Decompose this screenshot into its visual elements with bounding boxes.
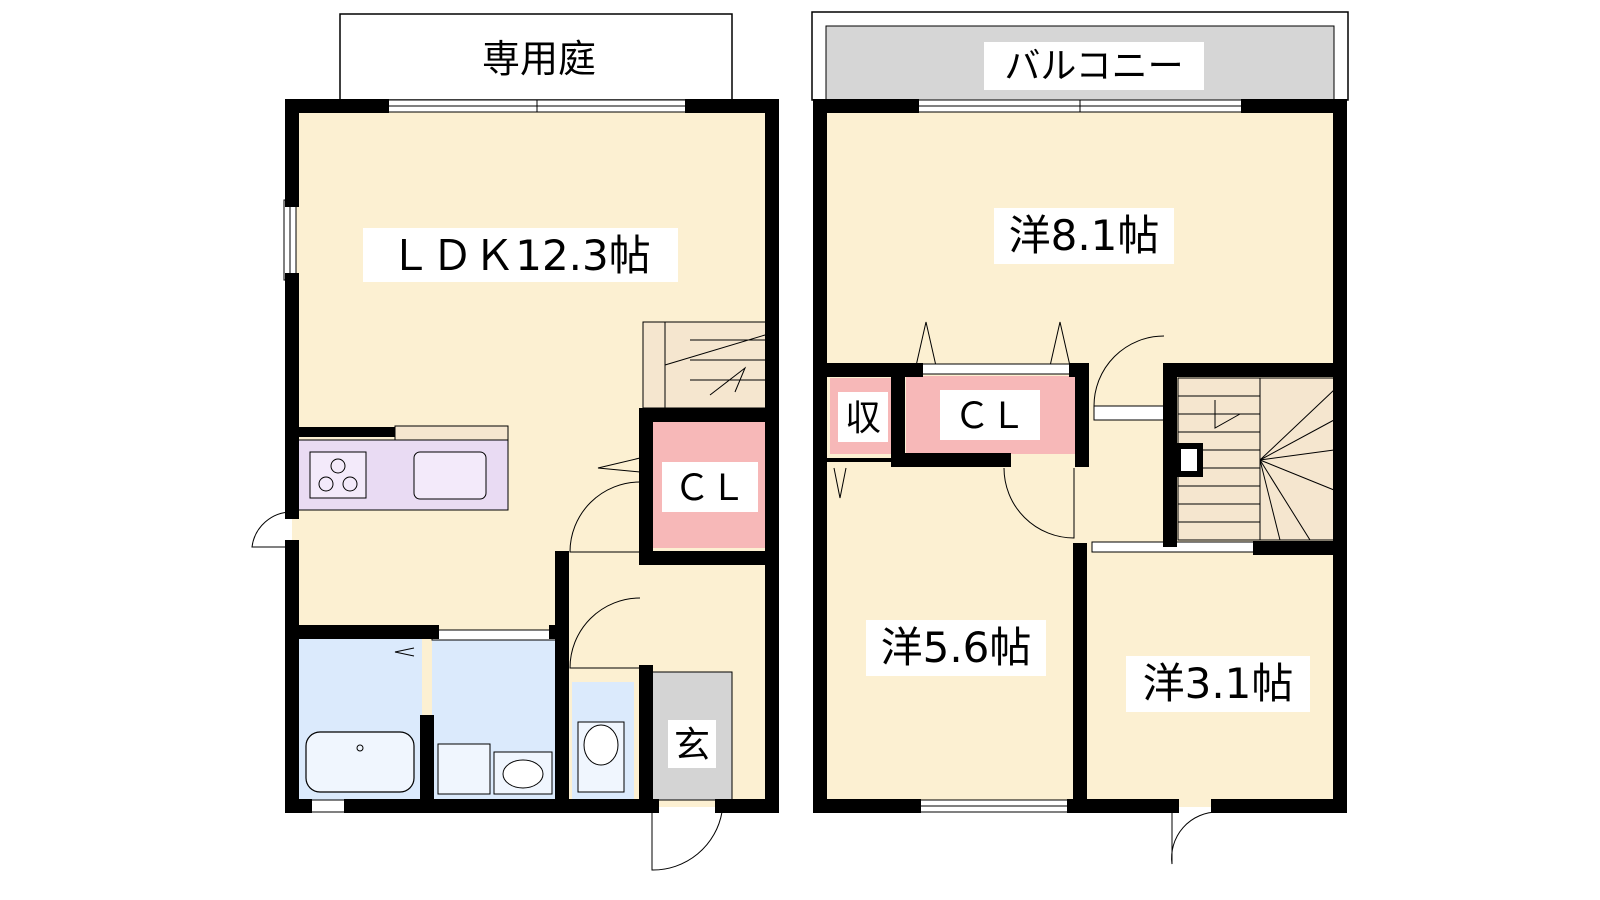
closet-1f-label-bg	[662, 462, 758, 512]
ldk-label: ＬＤＫ12.3帖	[389, 231, 651, 280]
walls-1f	[285, 99, 779, 813]
hallway-2f	[1092, 420, 1172, 544]
washer-icon	[437, 743, 491, 795]
room-medium-label: 洋5.6帖	[881, 623, 1032, 672]
room-small-label: 洋3.1帖	[1143, 659, 1294, 708]
kitchen-counter	[297, 439, 509, 511]
room-small-label-bg	[1126, 656, 1310, 712]
stove-burner-icon	[342, 476, 358, 492]
room-medium-label-bg	[866, 620, 1046, 676]
stairs-2f	[1175, 377, 1335, 541]
second-floor: バルコニー 洋8.1帖 収 ＣＬ 洋5.6帖 洋3.1帖	[811, 11, 1349, 865]
wet-areas-1f	[298, 638, 634, 800]
door-swings-1f	[251, 457, 723, 871]
entrance-label-bg	[668, 720, 716, 768]
sink-icon	[413, 451, 487, 500]
walls-2f	[813, 99, 1347, 813]
storage-label: 収	[845, 398, 881, 439]
door-swings-2f	[833, 321, 1219, 865]
bathtub-icon	[305, 731, 415, 793]
closet-2f-label: ＣＬ	[954, 396, 1026, 437]
balcony-label: バルコニー	[1004, 46, 1183, 87]
garden-label-bg	[478, 36, 600, 84]
garden-label: 専用庭	[482, 37, 596, 81]
room-large-label-bg	[994, 208, 1174, 264]
stove-burner-icon	[318, 476, 334, 492]
stairs-1f	[642, 321, 769, 409]
room-large-label: 洋8.1帖	[1009, 211, 1160, 260]
first-floor: 専用庭 ＬＤＫ12.3帖 ＣＬ 玄	[251, 13, 779, 871]
entrance-label: 玄	[674, 725, 710, 766]
closet-1f-label: ＣＬ	[674, 468, 746, 509]
storage-label-bg	[838, 392, 888, 442]
stove-burner-icon	[330, 458, 346, 474]
balcony-label-bg	[984, 42, 1204, 90]
closet-2f-label-bg	[940, 390, 1040, 440]
ldk-label-bg	[363, 228, 678, 282]
counter-top	[394, 425, 509, 441]
